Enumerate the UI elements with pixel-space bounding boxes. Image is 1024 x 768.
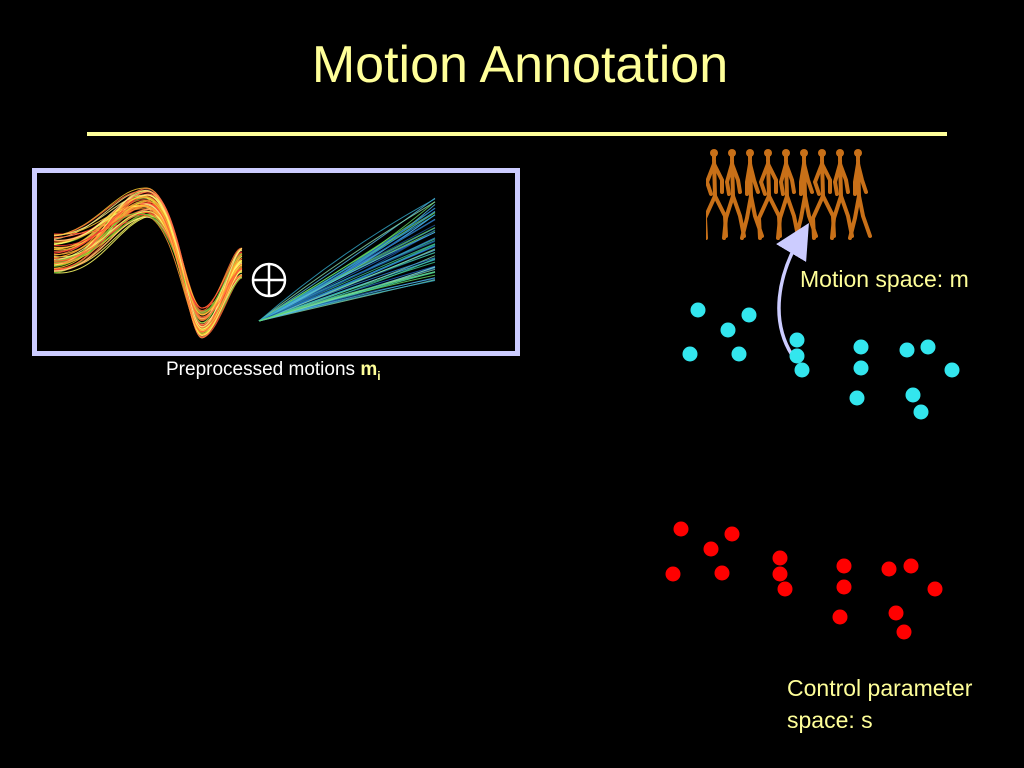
control-point: [777, 581, 793, 597]
walking-figure: [830, 149, 854, 240]
motion-point: [849, 390, 865, 406]
preprocessed-motions-caption: Preprocessed motions mi: [166, 359, 381, 383]
control-point: [703, 541, 719, 557]
motion-point: [944, 362, 960, 378]
control-point: [772, 550, 788, 566]
caption-subscript: i: [377, 368, 381, 383]
walking-figure: [740, 149, 764, 240]
control-point: [832, 609, 848, 625]
control-space-label: Control parameter space: s: [787, 675, 973, 733]
motion-point: [794, 362, 810, 378]
caption-variable: m: [360, 359, 378, 380]
circle-plus-icon: [251, 262, 287, 298]
caption-text: Preprocessed motions: [166, 359, 361, 380]
walking-figure: [848, 149, 872, 240]
motion-point: [920, 339, 936, 355]
motion-point: [853, 360, 869, 376]
trajectory-curves-plot: [52, 187, 436, 341]
control-space-points: [665, 521, 943, 640]
control-point: [881, 561, 897, 577]
control-point: [927, 581, 943, 597]
motion-point: [682, 346, 698, 362]
control-point: [896, 624, 912, 640]
control-point: [836, 558, 852, 574]
motion-point: [690, 302, 706, 318]
control-point: [903, 558, 919, 574]
control-point: [888, 605, 904, 621]
mapping-arrow: [776, 222, 809, 356]
motion-point: [789, 332, 805, 348]
warm-trajectory-curves: [53, 187, 243, 339]
walking-figure: [722, 149, 746, 240]
motion-point: [913, 404, 929, 420]
walking-figure: [706, 149, 728, 240]
preprocessed-motions-box: [32, 168, 520, 356]
control-point: [673, 521, 689, 537]
walking-figure: [776, 149, 800, 240]
cool-trajectory-curves: [258, 197, 436, 322]
motion-point: [899, 342, 915, 358]
control-point: [665, 566, 681, 582]
control-point: [836, 579, 852, 595]
motion-point: [789, 348, 805, 364]
walking-figure: [756, 149, 782, 240]
control-point: [714, 565, 730, 581]
walking-figure: [810, 149, 836, 240]
motion-point: [731, 346, 747, 362]
motion-point: [741, 307, 757, 323]
control-point: [724, 526, 740, 542]
motion-point: [720, 322, 736, 338]
motion-point: [905, 387, 921, 403]
motion-space-label: Motion space: m: [800, 266, 969, 292]
walking-figures-icon: [706, 149, 872, 240]
motion-space-points: [682, 302, 960, 420]
title-underline: [87, 132, 947, 136]
control-point: [772, 566, 788, 582]
motion-point: [853, 339, 869, 355]
slide-title: Motion Annotation: [311, 36, 729, 94]
